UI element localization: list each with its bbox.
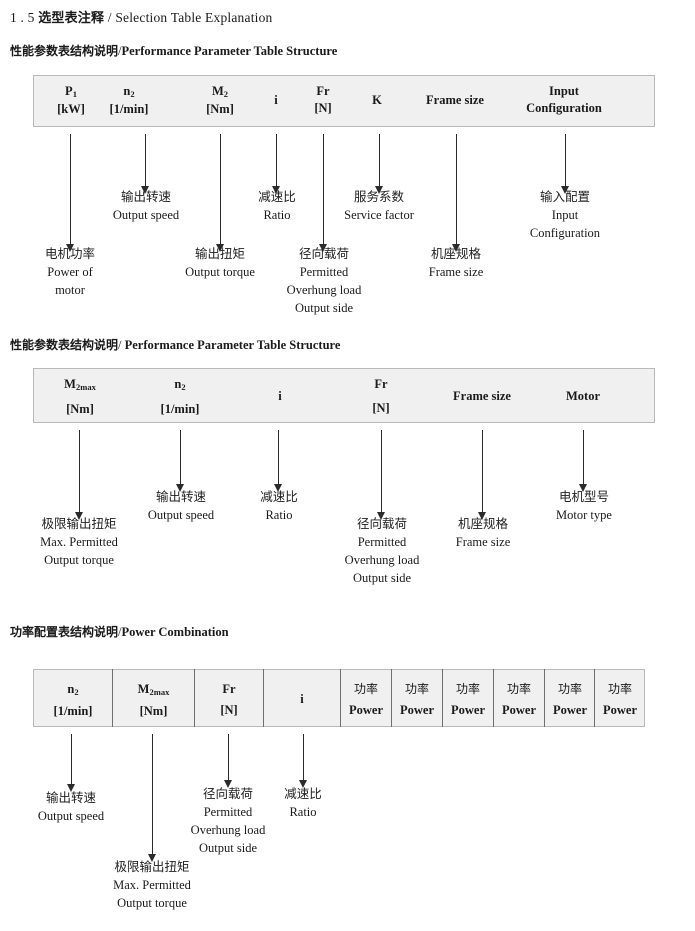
block-2-heading-sep: / — [118, 338, 122, 352]
block-1-heading-cn: 性能参数表结构说明 — [10, 44, 119, 58]
note-ratio: 减速比 Ratio — [258, 189, 296, 222]
note-power-of-motor: 电机功率 Power of motor — [44, 246, 96, 297]
arrow-to-input-configuration — [561, 134, 570, 194]
section-separator: / — [107, 10, 112, 25]
block-3-heading-en: Power Combination — [121, 625, 229, 639]
table-3-divider-8 — [544, 669, 545, 727]
table-2-col-n2: n2 [1/min] — [160, 377, 200, 416]
note-frame-size-2: 机座规格 Frame size — [455, 516, 511, 549]
table-2-col-fr: Fr [N] — [372, 377, 390, 415]
note-permitted-overhung-load-3: 径向载荷 Permitted Overhung load Output side — [190, 786, 266, 855]
block-3-heading-cn: 功率配置表结构说明 — [10, 625, 119, 639]
table-3-col-power-6: 功率 Power — [602, 682, 637, 717]
arrow-to-output-torque — [216, 134, 225, 252]
table-2-col-m2max: M2max [Nm] — [64, 377, 96, 416]
table-1-col-frame-size: Frame size — [426, 93, 484, 107]
arrow-to-ratio-3 — [299, 734, 308, 788]
table-1-col-input-configuration: Input Configuration — [526, 84, 602, 115]
note-ratio-2: 减速比 Ratio — [260, 489, 298, 522]
table-1-col-fr: Fr [N] — [314, 84, 332, 115]
arrow-to-frame-size — [452, 134, 461, 252]
table-1-col-i: i — [274, 93, 278, 107]
arrow-to-max-permitted-output-torque — [75, 430, 84, 520]
note-max-permitted-output-torque: 极限输出扭矩 Max. Permitted Output torque — [40, 516, 118, 567]
table-3-divider-4 — [340, 669, 341, 727]
table-3-divider-6 — [442, 669, 443, 727]
page-title: 1 . 5 选型表注释 / Selection Table Explanatio… — [10, 7, 273, 26]
power-combination-table — [33, 669, 645, 727]
arrow-to-permitted-overhung-load-2 — [377, 430, 386, 520]
table-3-col-power-5: 功率 Power — [552, 682, 587, 717]
note-max-permitted-output-torque-3: 极限输出扭矩 Max. Permitted Output torque — [113, 859, 191, 910]
arrow-to-output-speed-3 — [67, 734, 76, 792]
note-service-factor: 服务系数 Service factor — [344, 189, 414, 222]
note-output-speed-2: 输出转速 Output speed — [147, 489, 215, 522]
table-3-col-power-2: 功率 Power — [399, 682, 434, 717]
table-3-col-fr: Fr [N] — [220, 682, 238, 717]
block-2-heading-cn: 性能参数表结构说明 — [10, 338, 119, 352]
section-title-en: Selection Table Explanation — [115, 10, 273, 25]
arrow-to-power-of-motor — [66, 134, 75, 252]
arrow-to-motor-type — [579, 430, 588, 492]
block-1-heading-en: Performance Parameter Table Structure — [121, 44, 338, 58]
note-output-torque: 输出扭矩 Output torque — [185, 246, 255, 279]
table-3-divider-5 — [391, 669, 392, 727]
block-2-heading-en: Performance Parameter Table Structure — [124, 338, 341, 352]
note-frame-size: 机座规格 Frame size — [428, 246, 484, 279]
arrow-to-ratio — [272, 134, 281, 194]
performance-parameter-table-1 — [33, 75, 655, 127]
block-3-heading: 功率配置表结构说明/Power Combination — [10, 623, 229, 640]
arrow-to-output-speed — [141, 134, 150, 194]
arrow-to-permitted-overhung-load-3 — [224, 734, 233, 788]
note-permitted-overhung-load: 径向载荷 Permitted Overhung load Output side — [286, 246, 362, 315]
table-1-col-k: K — [372, 93, 382, 107]
note-output-speed-3: 输出转速 Output speed — [37, 790, 105, 823]
block-2-heading: 性能参数表结构说明/ Performance Parameter Table S… — [10, 336, 340, 353]
performance-parameter-table-2 — [33, 368, 655, 423]
table-3-col-n2: n2 [1/min] — [53, 682, 93, 718]
table-1-col-p1: P1 [kW] — [57, 84, 85, 116]
block-1-heading-sep: / — [118, 44, 122, 58]
note-permitted-overhung-load-2: 径向载荷 Permitted Overhung load Output side — [344, 516, 420, 585]
table-3-col-m2max: M2max [Nm] — [137, 682, 170, 718]
arrow-to-permitted-overhung-load — [319, 134, 328, 252]
section-title-cn: 选型表注释 — [38, 11, 105, 26]
table-3-divider-7 — [493, 669, 494, 727]
table-3-col-power-3: 功率 Power — [450, 682, 485, 717]
arrow-to-service-factor — [375, 134, 384, 194]
block-1-heading: 性能参数表结构说明/Performance Parameter Table St… — [10, 42, 337, 59]
arrow-to-max-permitted-output-torque-3 — [148, 734, 157, 862]
arrow-to-frame-size-2 — [478, 430, 487, 520]
table-3-divider-3 — [263, 669, 264, 727]
note-input-configuration: 输入配置 Input Configuration — [529, 189, 601, 240]
note-motor-type: 电机型号 Motor type — [556, 489, 612, 522]
table-3-col-i: i — [300, 692, 304, 706]
table-3-divider-2 — [194, 669, 195, 727]
arrow-to-output-speed-2 — [176, 430, 185, 492]
arrow-to-ratio-2 — [274, 430, 283, 492]
table-1-col-m2: M2 [Nm] — [206, 84, 234, 116]
table-2-col-i: i — [278, 389, 282, 403]
section-number: 1 . 5 — [10, 10, 35, 25]
table-3-divider-9 — [594, 669, 595, 727]
table-3-divider-1 — [112, 669, 113, 727]
table-2-col-frame-size: Frame size — [453, 389, 511, 403]
table-3-col-power-4: 功率 Power — [501, 682, 536, 717]
table-3-col-power-1: 功率 Power — [348, 682, 383, 717]
table-1-col-n2: n2 [1/min] — [109, 84, 149, 116]
note-ratio-3: 减速比 Ratio — [284, 786, 322, 819]
block-3-heading-sep: / — [118, 625, 122, 639]
table-2-col-motor: Motor — [565, 389, 600, 403]
note-output-speed: 输出转速 Output speed — [112, 189, 180, 222]
